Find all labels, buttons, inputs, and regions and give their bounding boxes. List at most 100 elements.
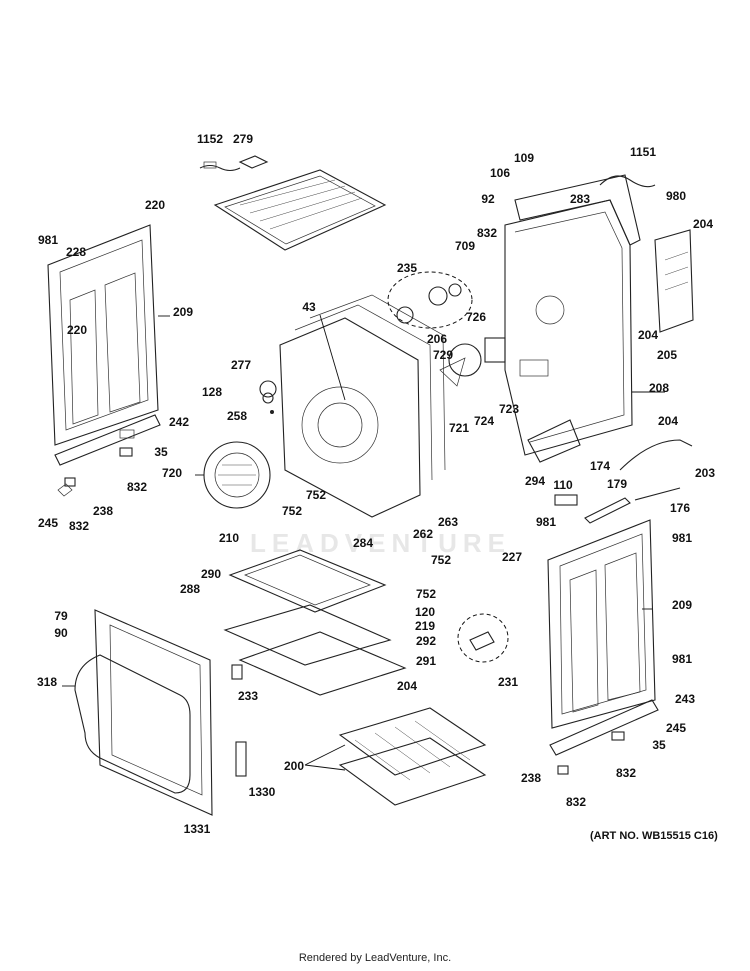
- callout-1330: 1330: [249, 785, 276, 799]
- callout-832: 832: [616, 766, 636, 780]
- door-handle-318: [74, 654, 191, 794]
- lamp-assembly-235: [387, 271, 473, 329]
- callout-209: 209: [672, 598, 692, 612]
- callout-283: 283: [570, 192, 590, 206]
- rod-176: [634, 487, 681, 501]
- callout-110: 110: [553, 478, 573, 492]
- callout-832: 832: [69, 519, 89, 533]
- top-panel-part: [213, 169, 387, 251]
- footer-credit: Rendered by LeadVenture, Inc.: [298, 952, 452, 964]
- wire-harness-1151: [599, 175, 656, 188]
- callout-709: 709: [455, 239, 475, 253]
- callout-245: 245: [38, 516, 58, 530]
- oven-door-frame: [94, 609, 213, 816]
- callout-106: 106: [490, 166, 510, 180]
- callout-120: 120: [415, 605, 435, 619]
- callout-245: 245: [666, 721, 686, 735]
- callout-204: 204: [658, 414, 678, 428]
- callout-290: 290: [201, 567, 221, 581]
- side-trim-205: [654, 229, 694, 333]
- sensor-part-279: [238, 155, 269, 169]
- callout-174: 174: [590, 459, 610, 473]
- callout-242: 242: [169, 415, 189, 429]
- callout-92: 92: [481, 192, 495, 206]
- callout-204: 204: [693, 217, 713, 231]
- callout-238: 238: [93, 504, 113, 518]
- left-bottom-rail: [54, 414, 161, 466]
- callout-981: 981: [536, 515, 556, 529]
- callout-204: 204: [397, 679, 417, 693]
- ring-parts: [259, 380, 277, 414]
- callout-318: 318: [37, 675, 57, 689]
- callout-220: 220: [145, 198, 165, 212]
- wire-part-1152: [199, 161, 241, 172]
- callout-79: 79: [54, 609, 68, 623]
- callout-752: 752: [431, 553, 451, 567]
- callout-43: 43: [302, 300, 316, 314]
- callout-288: 288: [180, 582, 200, 596]
- callout-258: 258: [227, 409, 247, 423]
- callout-35: 35: [652, 738, 666, 752]
- callout-980: 980: [666, 189, 686, 203]
- callout-243: 243: [675, 692, 695, 706]
- left-bracket-parts: [57, 447, 133, 497]
- callout-109: 109: [514, 151, 534, 165]
- callout-294: 294: [525, 474, 545, 488]
- sensor-179: [584, 497, 631, 524]
- callout-752: 752: [306, 488, 326, 502]
- callout-263: 263: [438, 515, 458, 529]
- bracket-231: [457, 613, 509, 663]
- callout-238: 238: [521, 771, 541, 785]
- callout-203: 203: [695, 466, 715, 480]
- bottom-panel-291: [238, 631, 407, 696]
- leader-lines: [62, 314, 665, 771]
- motor-726: [484, 337, 506, 363]
- callout-235: 235: [397, 261, 417, 275]
- callout-981: 981: [672, 652, 692, 666]
- right-side-panel: [547, 519, 656, 729]
- oven-racks-200: [338, 707, 487, 806]
- callout-208: 208: [649, 381, 669, 395]
- fan-blade-206: [439, 343, 482, 387]
- callout-90: 90: [54, 626, 68, 640]
- callout-981: 981: [672, 531, 692, 545]
- callout-752: 752: [282, 504, 302, 518]
- callout-179: 179: [607, 477, 627, 491]
- bracket-294: [527, 419, 581, 463]
- door-hinge-1330: [235, 741, 247, 777]
- bracket-110: [554, 494, 578, 506]
- oven-back-liner: [279, 294, 446, 518]
- callout-205: 205: [657, 348, 677, 362]
- callout-832: 832: [566, 795, 586, 809]
- callout-206: 206: [427, 332, 447, 346]
- callout-200: 200: [284, 759, 304, 773]
- roller-233: [231, 664, 243, 680]
- power-cord-203: [619, 439, 693, 471]
- art-number: (ART NO. WB15515 C16): [590, 830, 718, 842]
- callout-277: 277: [231, 358, 251, 372]
- callout-176: 176: [670, 501, 690, 515]
- callout-726: 726: [466, 310, 486, 324]
- callout-720: 720: [162, 466, 182, 480]
- callout-1152: 1152: [197, 132, 223, 146]
- callout-231: 231: [498, 675, 518, 689]
- callout-291: 291: [416, 654, 436, 668]
- callout-752: 752: [416, 587, 436, 601]
- bottom-panel-292: [223, 604, 392, 666]
- callout-233: 233: [238, 689, 258, 703]
- callout-220: 220: [67, 323, 87, 337]
- callout-279: 279: [233, 132, 253, 146]
- callout-209: 209: [173, 305, 193, 319]
- callout-721: 721: [449, 421, 469, 435]
- callout-1331: 1331: [184, 822, 211, 836]
- callout-1151: 1151: [630, 145, 656, 159]
- right-bottom-rail: [549, 699, 659, 775]
- top-trim-109: [514, 174, 641, 246]
- callout-729: 729: [433, 348, 453, 362]
- convection-cover-720: [203, 441, 271, 509]
- bake-element-210: [228, 549, 387, 613]
- callout-227: 227: [502, 550, 522, 564]
- left-side-panel: [47, 224, 159, 446]
